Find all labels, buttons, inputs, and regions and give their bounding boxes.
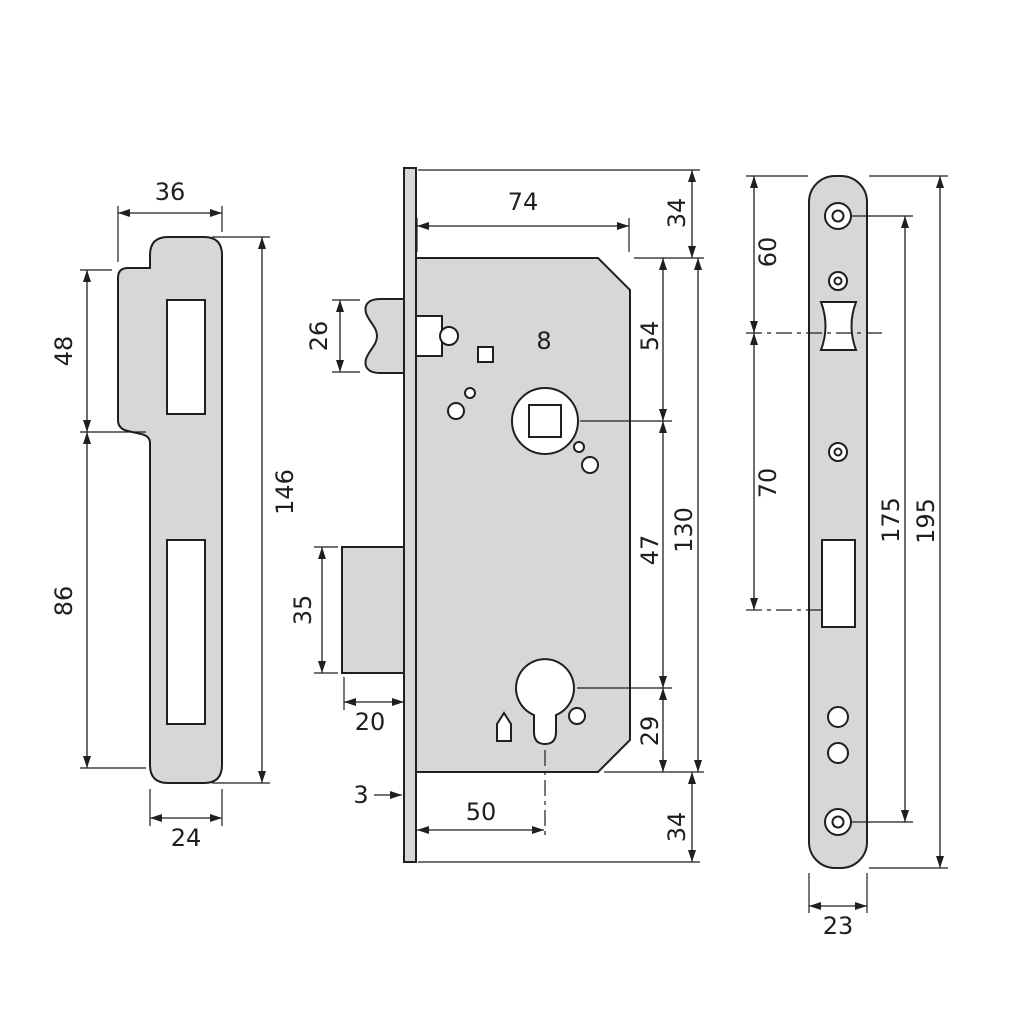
- deadbolt-opening: [821, 539, 856, 628]
- spindle-square-hole: [477, 346, 494, 363]
- dim-label-bottom-margin: 34: [663, 812, 691, 843]
- case-screw-post: [581, 456, 599, 474]
- dim-label-top-margin: 34: [663, 198, 691, 229]
- top-screw-hole-inner: [831, 209, 845, 223]
- dim-label-bolt-height: 35: [289, 595, 317, 626]
- dim-label-faceplate-thickness: 3: [353, 781, 368, 809]
- dim-label-strike-width-bottom: 24: [171, 824, 202, 852]
- dim-label-latch-height: 26: [305, 321, 333, 352]
- mid-small-hole-inner: [833, 447, 843, 457]
- face-plate-view: 60 70 175 195 23: [746, 175, 948, 940]
- case-small-hole: [573, 441, 585, 453]
- dim-label-backset: 50: [466, 798, 497, 826]
- dim-label-top-to-latch: 60: [754, 237, 782, 268]
- dim-label-screw-spacing: 175: [877, 497, 905, 543]
- dim-label-spindle-square: 8: [536, 327, 551, 355]
- dead-bolt: [341, 546, 407, 674]
- dim-label-follower-to-cylinder: 47: [636, 535, 664, 566]
- dim-label-plate-length: 195: [912, 498, 940, 544]
- latch-bolt: [364, 298, 407, 374]
- dim-label-cylinder-to-bottom: 29: [636, 716, 664, 747]
- bottom-screw-hole-inner: [831, 815, 845, 829]
- dim-label-plate-width: 23: [823, 912, 854, 940]
- faceplate-edge: [403, 167, 417, 863]
- dim-label-latch-to-bolt: 70: [754, 468, 782, 499]
- strike-plate-view: 36 48 86 146 24: [50, 178, 299, 852]
- case-screw-post: [568, 707, 586, 725]
- dim-label-strike-lower-height: 86: [50, 586, 78, 617]
- dim-label-strike-total-height: 146: [271, 469, 299, 515]
- dim-label-case-width: 74: [508, 188, 539, 216]
- case-screw-post: [447, 402, 465, 420]
- spring-detail: [496, 711, 512, 742]
- latch-guide: [415, 315, 443, 357]
- follower-square: [528, 404, 562, 438]
- latch-opening: [819, 301, 858, 351]
- dim-label-bolt-throw: 20: [355, 708, 386, 736]
- dim-label-strike-upper-height: 48: [50, 336, 78, 367]
- euro-cylinder-hole: [515, 658, 575, 746]
- case-small-hole: [464, 387, 476, 399]
- upper-small-hole-inner: [833, 276, 843, 286]
- strike-lower-cutout: [166, 539, 206, 725]
- lower-hole-2: [827, 742, 849, 764]
- dim-label-strike-width-top: 36: [155, 178, 186, 206]
- dim-label-top-to-follower: 54: [636, 321, 664, 352]
- strike-upper-cutout: [166, 299, 206, 415]
- lock-body-view: 74 34 54 47 29 130 34 26 8: [289, 167, 704, 863]
- lower-hole-1: [827, 706, 849, 728]
- dim-label-case-height: 130: [670, 507, 698, 553]
- latch-pivot: [439, 326, 459, 346]
